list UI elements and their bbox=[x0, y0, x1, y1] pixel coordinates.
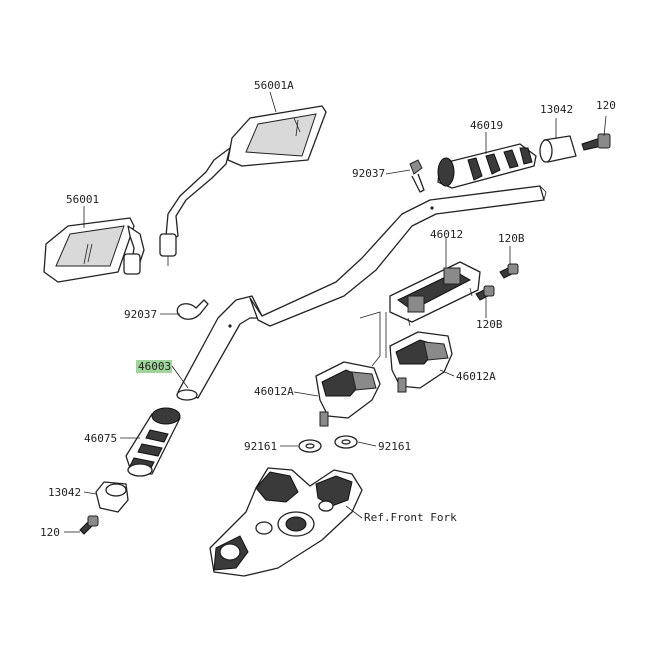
mirror-left[interactable] bbox=[43, 217, 145, 283]
label-13042-right[interactable]: 13042 bbox=[540, 103, 573, 116]
highlight-46003 bbox=[136, 360, 172, 373]
label-13042-left[interactable]: 13042 bbox=[48, 486, 81, 499]
front-fork-bracket[interactable] bbox=[209, 467, 363, 577]
bolt-right[interactable] bbox=[581, 133, 611, 151]
label-120-left[interactable]: 120 bbox=[40, 526, 60, 539]
label-46019[interactable]: 46019 bbox=[470, 119, 503, 132]
mirror-right[interactable] bbox=[159, 105, 327, 266]
clip-top[interactable] bbox=[409, 159, 425, 193]
weight-right[interactable] bbox=[539, 135, 577, 163]
holder-upper[interactable] bbox=[389, 261, 481, 327]
leader-lines bbox=[64, 91, 607, 533]
label-ref-front-fork[interactable]: Ref.Front Fork bbox=[364, 511, 457, 524]
label-46075[interactable]: 46075 bbox=[84, 432, 117, 445]
label-92161-right[interactable]: 92161 bbox=[378, 440, 411, 453]
label-92037-top[interactable]: 92037 bbox=[352, 167, 385, 180]
label-46012[interactable]: 46012 bbox=[430, 228, 463, 241]
weight-left[interactable] bbox=[95, 481, 129, 513]
label-120-right[interactable]: 120 bbox=[596, 99, 616, 112]
label-46012a-left[interactable]: 46012A bbox=[254, 385, 294, 398]
label-92037-left[interactable]: 92037 bbox=[124, 308, 157, 321]
label-56001a[interactable]: 56001A bbox=[254, 79, 294, 92]
grip-right[interactable] bbox=[437, 143, 537, 189]
washer-left[interactable] bbox=[298, 439, 322, 453]
label-120b-upper[interactable]: 120B bbox=[498, 232, 525, 245]
label-56001[interactable]: 56001 bbox=[66, 193, 99, 206]
handlebar[interactable] bbox=[176, 185, 547, 401]
label-92161-left[interactable]: 92161 bbox=[244, 440, 277, 453]
label-46003[interactable]: 46003 bbox=[138, 360, 171, 373]
grip-left[interactable] bbox=[125, 407, 181, 477]
clip-left[interactable] bbox=[176, 299, 209, 320]
labels: 56001A 56001 92037 46019 13042 120 46012… bbox=[40, 79, 616, 539]
label-46012a-right[interactable]: 46012A bbox=[456, 370, 496, 383]
holder-lower-left[interactable] bbox=[315, 361, 381, 427]
bolt-b-lower[interactable] bbox=[475, 285, 495, 301]
label-120b-lower[interactable]: 120B bbox=[476, 318, 503, 331]
bolt-b-upper[interactable] bbox=[499, 263, 519, 279]
holder-lower-right[interactable] bbox=[389, 331, 453, 393]
washer-right[interactable] bbox=[334, 435, 358, 449]
bolt-left[interactable] bbox=[79, 515, 99, 535]
